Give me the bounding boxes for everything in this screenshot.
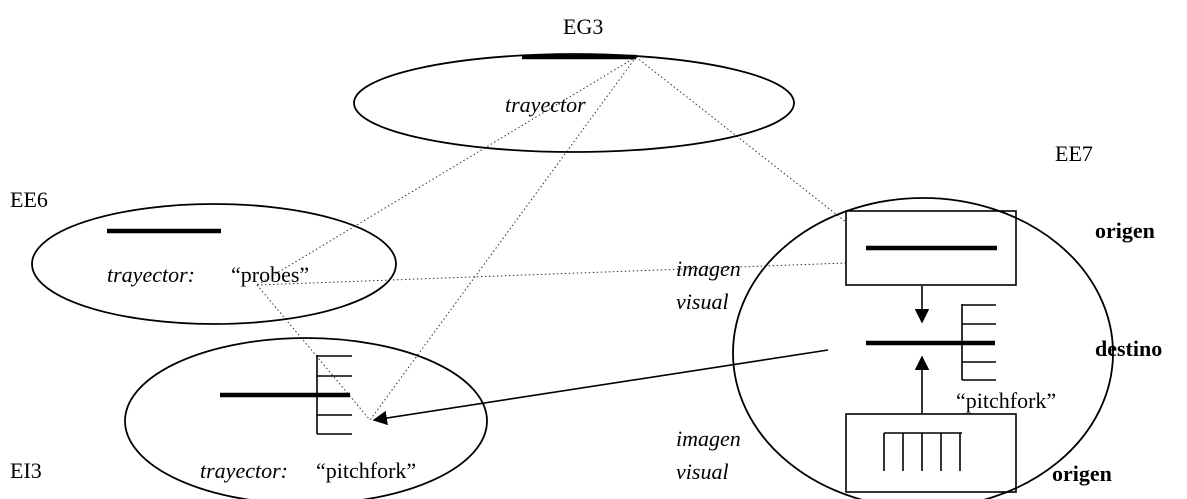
ei3-role: trayector:: [200, 458, 288, 483]
ee7-origin-box-bottom: [845, 413, 1017, 493]
ee7-label: EE7: [1055, 141, 1093, 166]
space-ee7: EE7 origen destino origen “pitchfork” im…: [676, 141, 1162, 499]
ei3-ellipse: [124, 337, 488, 499]
ee6-ellipse: [31, 203, 397, 325]
space-ei3: EI3 trayector: “pitchfork”: [10, 337, 488, 499]
eg3-label: EG3: [563, 14, 603, 39]
eg3-ellipse: [353, 53, 795, 153]
projection-line-ee6-ei3: [256, 284, 371, 421]
eg3-role: trayector: [505, 92, 586, 117]
ee7-origin-bottom-label: origen: [1052, 461, 1112, 486]
ei3-label: EI3: [10, 458, 42, 483]
ee7-destination-label: destino: [1095, 336, 1162, 361]
ee6-quote: “probes”: [231, 262, 309, 287]
ei3-quote: “pitchfork”: [316, 458, 416, 483]
projection-line-eg3-ei3: [369, 56, 637, 421]
projection-line-eg3-ee7: [635, 56, 847, 223]
ee7-image-lower-line1: imagen: [676, 426, 741, 451]
ee7-image-upper-line1: imagen: [676, 256, 741, 281]
ee6-label: EE6: [10, 187, 48, 212]
ee7-origin-box-top: [845, 210, 1017, 286]
projection-line-ee6-ee7: [256, 262, 847, 286]
ee7-image-upper-line2: visual: [676, 289, 729, 314]
ee7-origin-top-label: origen: [1095, 218, 1155, 243]
ei3-pitchfork-glyph: [220, 355, 352, 435]
ee7-comb-glyph: [883, 432, 962, 471]
projection-lines: [256, 56, 847, 421]
space-eg3: EG3 trayector: [353, 14, 795, 153]
ee7-ellipse: [732, 197, 1114, 499]
ee7-image-lower-line2: visual: [676, 459, 729, 484]
ee6-role: trayector:: [107, 262, 195, 287]
ee7-quote: “pitchfork”: [956, 388, 1056, 413]
ee7-pitchfork-glyph: [866, 304, 996, 381]
projection-line-eg3-ee6: [256, 56, 637, 286]
space-ee6: EE6 trayector: “probes”: [10, 187, 397, 325]
ee7-to-ei3-arrow: [372, 349, 829, 426]
